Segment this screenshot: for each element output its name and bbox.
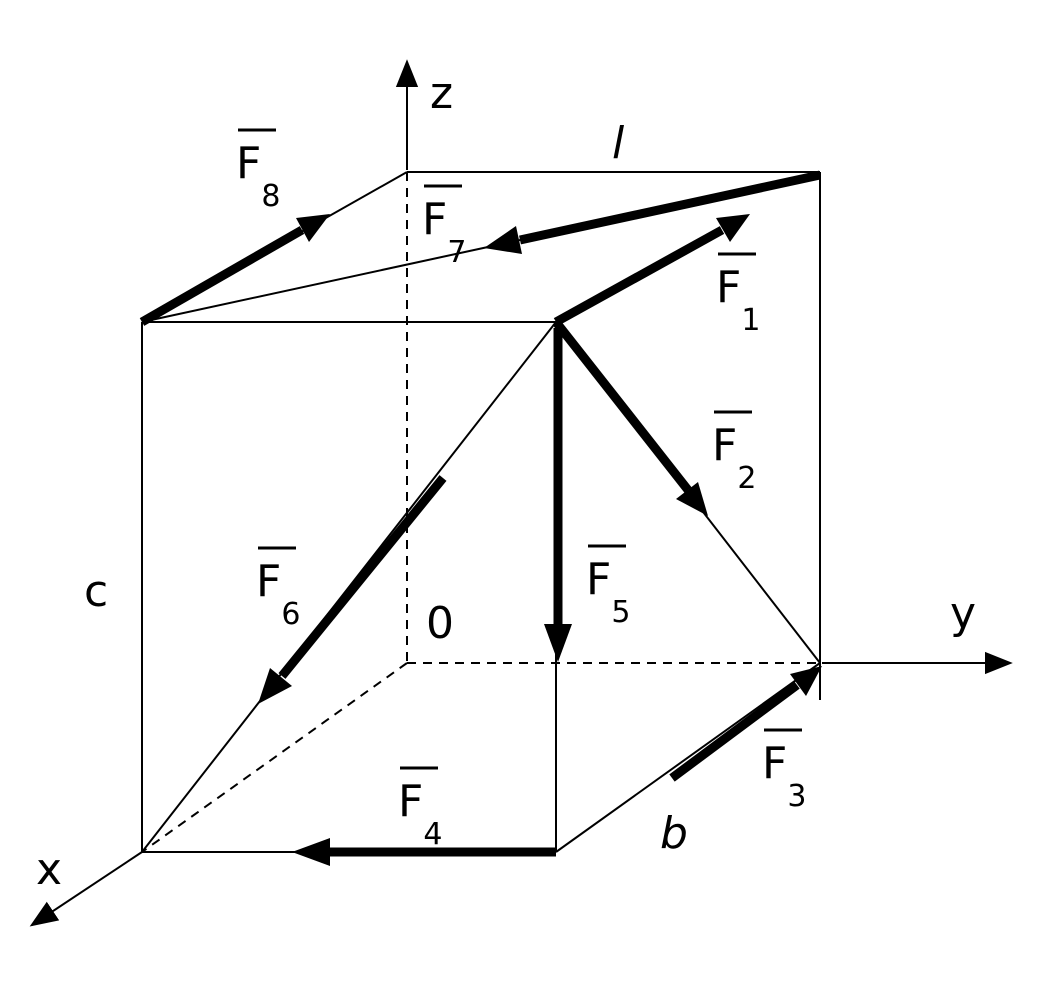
height-label: c xyxy=(84,566,108,617)
z-axis-label: z xyxy=(430,68,453,119)
length-label: l xyxy=(612,118,625,169)
force-f4-head xyxy=(292,838,330,866)
hidden-edge-ox xyxy=(141,662,408,853)
f3-label: F3 xyxy=(762,738,806,814)
force-f3-head xyxy=(790,666,822,696)
x-axis xyxy=(29,851,143,927)
force-f1-head xyxy=(716,214,750,242)
f2-label: F2 xyxy=(712,420,756,496)
force-f6-arrow xyxy=(278,475,447,679)
f1-label: F1 xyxy=(716,262,760,338)
force-f3-arrow xyxy=(669,681,800,782)
axes xyxy=(29,59,1013,927)
force-f8-arrow xyxy=(139,226,305,326)
force-f6-head xyxy=(258,668,292,704)
force-f8-head xyxy=(296,214,330,242)
f4-label: F4 xyxy=(398,776,442,852)
force-f2-arrow xyxy=(552,319,692,493)
force-f7-arrow xyxy=(519,170,821,245)
force-f2-head xyxy=(676,482,708,516)
force-f5-head xyxy=(544,624,572,662)
force-f7-head xyxy=(484,226,522,254)
origin-label: 0 xyxy=(426,598,454,649)
vector-overbars xyxy=(238,128,802,770)
edge-bottom-right xyxy=(555,662,821,853)
x-axis-label: x xyxy=(36,844,62,895)
hidden-edges xyxy=(141,172,822,853)
f6-label: F6 xyxy=(256,556,300,632)
y-axis-label: y xyxy=(950,588,976,639)
f7-label: F7 xyxy=(422,194,466,270)
width-label: b xyxy=(660,808,688,859)
f8-label: F8 xyxy=(236,138,280,214)
f5-label: F5 xyxy=(586,554,630,630)
force-f1-arrow xyxy=(553,226,725,326)
force-vectors xyxy=(139,170,822,866)
